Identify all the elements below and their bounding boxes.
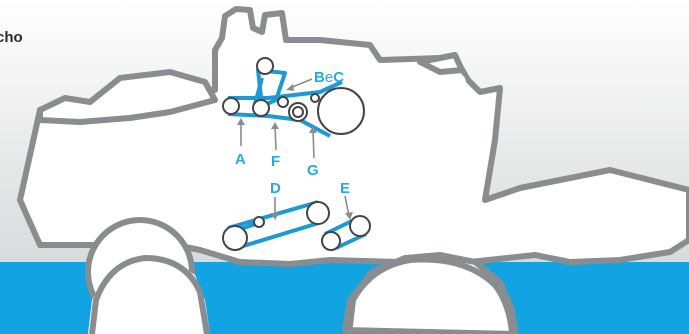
pulley-g-inner — [292, 106, 304, 118]
pulley-e-right — [349, 215, 371, 237]
lower-belt-e — [321, 215, 371, 251]
pulley-g — [288, 102, 308, 122]
pulley-d-left — [222, 225, 248, 251]
arrow-g — [312, 129, 315, 159]
belt-f-link — [253, 77, 264, 105]
arrow-f-head — [271, 122, 279, 129]
header-unit — [37, 69, 218, 125]
pulley-d-right — [306, 201, 330, 225]
arrow-g-head — [309, 126, 317, 133]
arrow-d-head — [271, 213, 279, 220]
partial-heading: cho — [0, 29, 23, 46]
label-g: G — [307, 162, 319, 179]
rear-wheel-outline — [346, 256, 515, 334]
pulley-a — [222, 97, 240, 115]
label-e: E — [340, 180, 350, 197]
callout-arrows — [237, 78, 353, 220]
label-bec: BeC — [314, 69, 344, 86]
lower-belt-d — [222, 200, 330, 251]
pulley-small-1 — [277, 96, 289, 108]
arrow-a-head — [237, 118, 245, 125]
arrow-bec — [289, 78, 313, 89]
tank-hood — [330, 70, 495, 165]
machine-silhouette — [17, 6, 689, 334]
label-d: D — [270, 180, 281, 197]
pulley-d-mid — [253, 216, 265, 228]
front-wheel-outline — [89, 254, 210, 334]
belt-bec — [256, 68, 287, 108]
arrow-f — [274, 125, 277, 151]
label-f: F — [271, 153, 280, 170]
unloader — [417, 52, 465, 75]
pulley-f — [252, 99, 270, 117]
front-wheel-cover — [88, 255, 210, 334]
upper-belt-system — [222, 57, 365, 138]
pulley-e-left — [321, 231, 341, 251]
label-a: A — [235, 151, 246, 168]
belt-af — [227, 80, 343, 138]
arrow-bec-head — [286, 84, 294, 91]
pulley-large — [317, 87, 365, 135]
arrow-e-head — [345, 212, 353, 220]
pulley-small-2 — [310, 93, 320, 103]
pulley-top — [256, 57, 274, 75]
